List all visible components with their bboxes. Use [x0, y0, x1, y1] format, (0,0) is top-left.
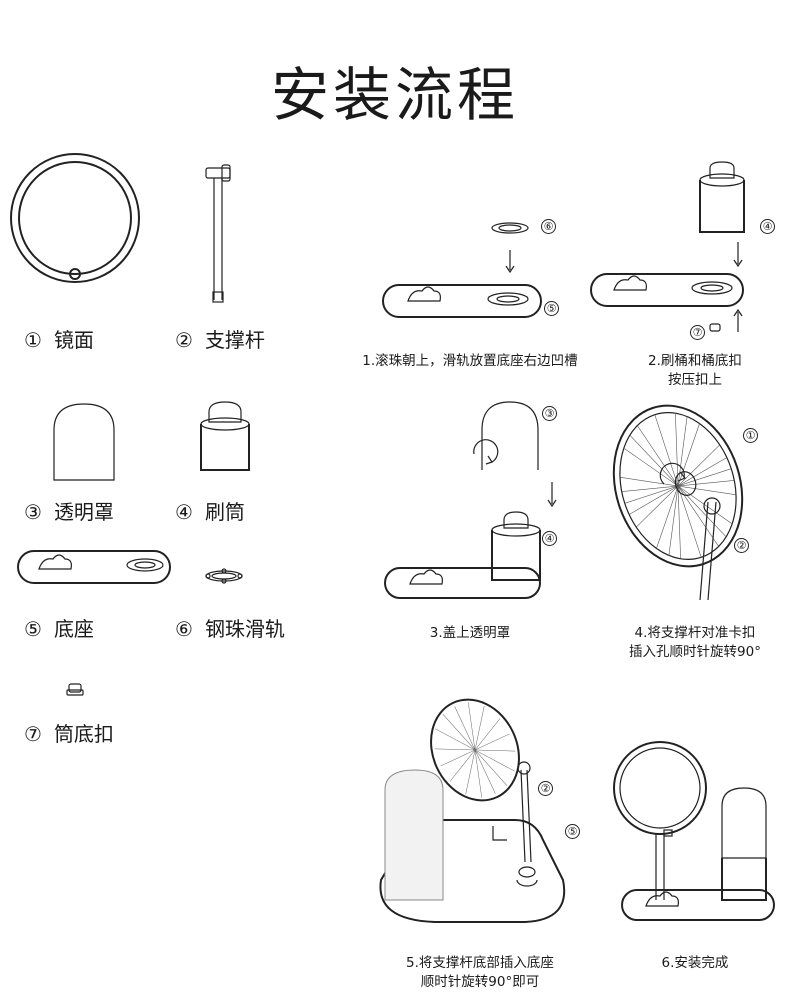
step3-caption: 3.盖上透明罩	[429, 625, 511, 641]
step3-illustration	[384, 401, 557, 599]
page-title: 安装流程	[270, 61, 519, 129]
step4-caption: 4.将支撑杆对准卡扣插入孔顺时针旋转90°	[629, 625, 761, 660]
brush-cup-illustration	[200, 401, 250, 471]
ball-slide-illustration	[205, 568, 243, 584]
callout-4-step2: ④	[760, 219, 775, 234]
callout-5-step1: ⑤	[544, 301, 559, 316]
callout-7-step2: ⑦	[690, 325, 705, 340]
callout-4-step3: ④	[542, 531, 557, 546]
cup-clip-illustration	[66, 683, 84, 696]
step1-caption: 1.滚珠朝上，滑轨放置底座右边凹槽	[362, 353, 578, 369]
step5-caption: 5.将支撑杆底部插入底座顺时针旋转90°即可	[406, 955, 554, 990]
step4-illustration	[612, 404, 744, 601]
step2-caption: 2.刷桶和桶底扣按压扣上	[648, 353, 742, 388]
callout-6-step1: ⑥	[541, 219, 556, 234]
callout-2-step4: ②	[734, 538, 749, 553]
step6-illustration	[613, 741, 775, 921]
callout-3-step3: ③	[542, 406, 557, 421]
transparent-cover-illustration	[53, 403, 115, 481]
mirror-illustration	[10, 153, 140, 283]
step5-illustration	[379, 698, 566, 923]
callout-2-step5: ②	[538, 781, 553, 796]
callout-1-step4: ①	[743, 428, 758, 443]
step6-caption: 6.安装完成	[661, 955, 729, 971]
callout-5-step5: ⑤	[565, 824, 580, 839]
step1-illustration	[382, 222, 542, 318]
support-rod-illustration	[205, 164, 231, 303]
step2-illustration	[590, 161, 745, 332]
base-illustration	[17, 550, 171, 584]
